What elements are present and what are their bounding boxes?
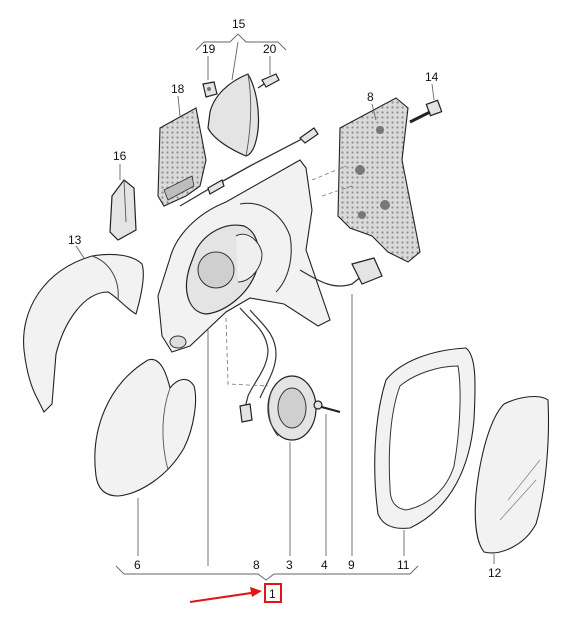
bolt-14 [409,83,443,124]
part-1-callout: 1 [189,583,282,603]
label-8-bottom: 8 [253,558,260,572]
plate-18 [157,95,207,207]
cover-13 [23,245,144,413]
cap-6 [94,358,197,556]
plate-8 [337,97,421,263]
label-12: 12 [488,566,502,580]
harness [299,257,383,556]
label-18: 18 [171,82,185,96]
label-13: 13 [68,233,82,247]
bottom-bracket [115,565,419,581]
label-11: 11 [397,558,410,572]
label-20: 20 [263,42,277,56]
label-6: 6 [134,558,141,572]
bracket-16 [109,164,137,241]
red-arrow-head [250,587,262,597]
screw-4 [313,400,341,556]
label-19: 19 [202,42,216,56]
highlight-box [264,583,282,603]
label-8-top: 8 [367,90,374,104]
label-15: 15 [232,17,246,31]
screw-20 [257,73,280,89]
top-bracket-15 [195,33,287,81]
label-4: 4 [321,558,328,572]
frame-11 [374,347,476,556]
clip-19 [202,81,218,98]
label-14: 14 [425,70,439,84]
label-1: 1 [269,587,276,601]
cable-top [179,127,319,207]
red-arrow [189,591,259,603]
label-3: 3 [286,558,293,572]
glass-12 [474,395,550,564]
cover-15 [207,73,260,157]
mirror-base [157,159,331,353]
label-16: 16 [113,149,127,163]
label-9: 9 [348,558,355,572]
motor-3 [225,307,317,556]
